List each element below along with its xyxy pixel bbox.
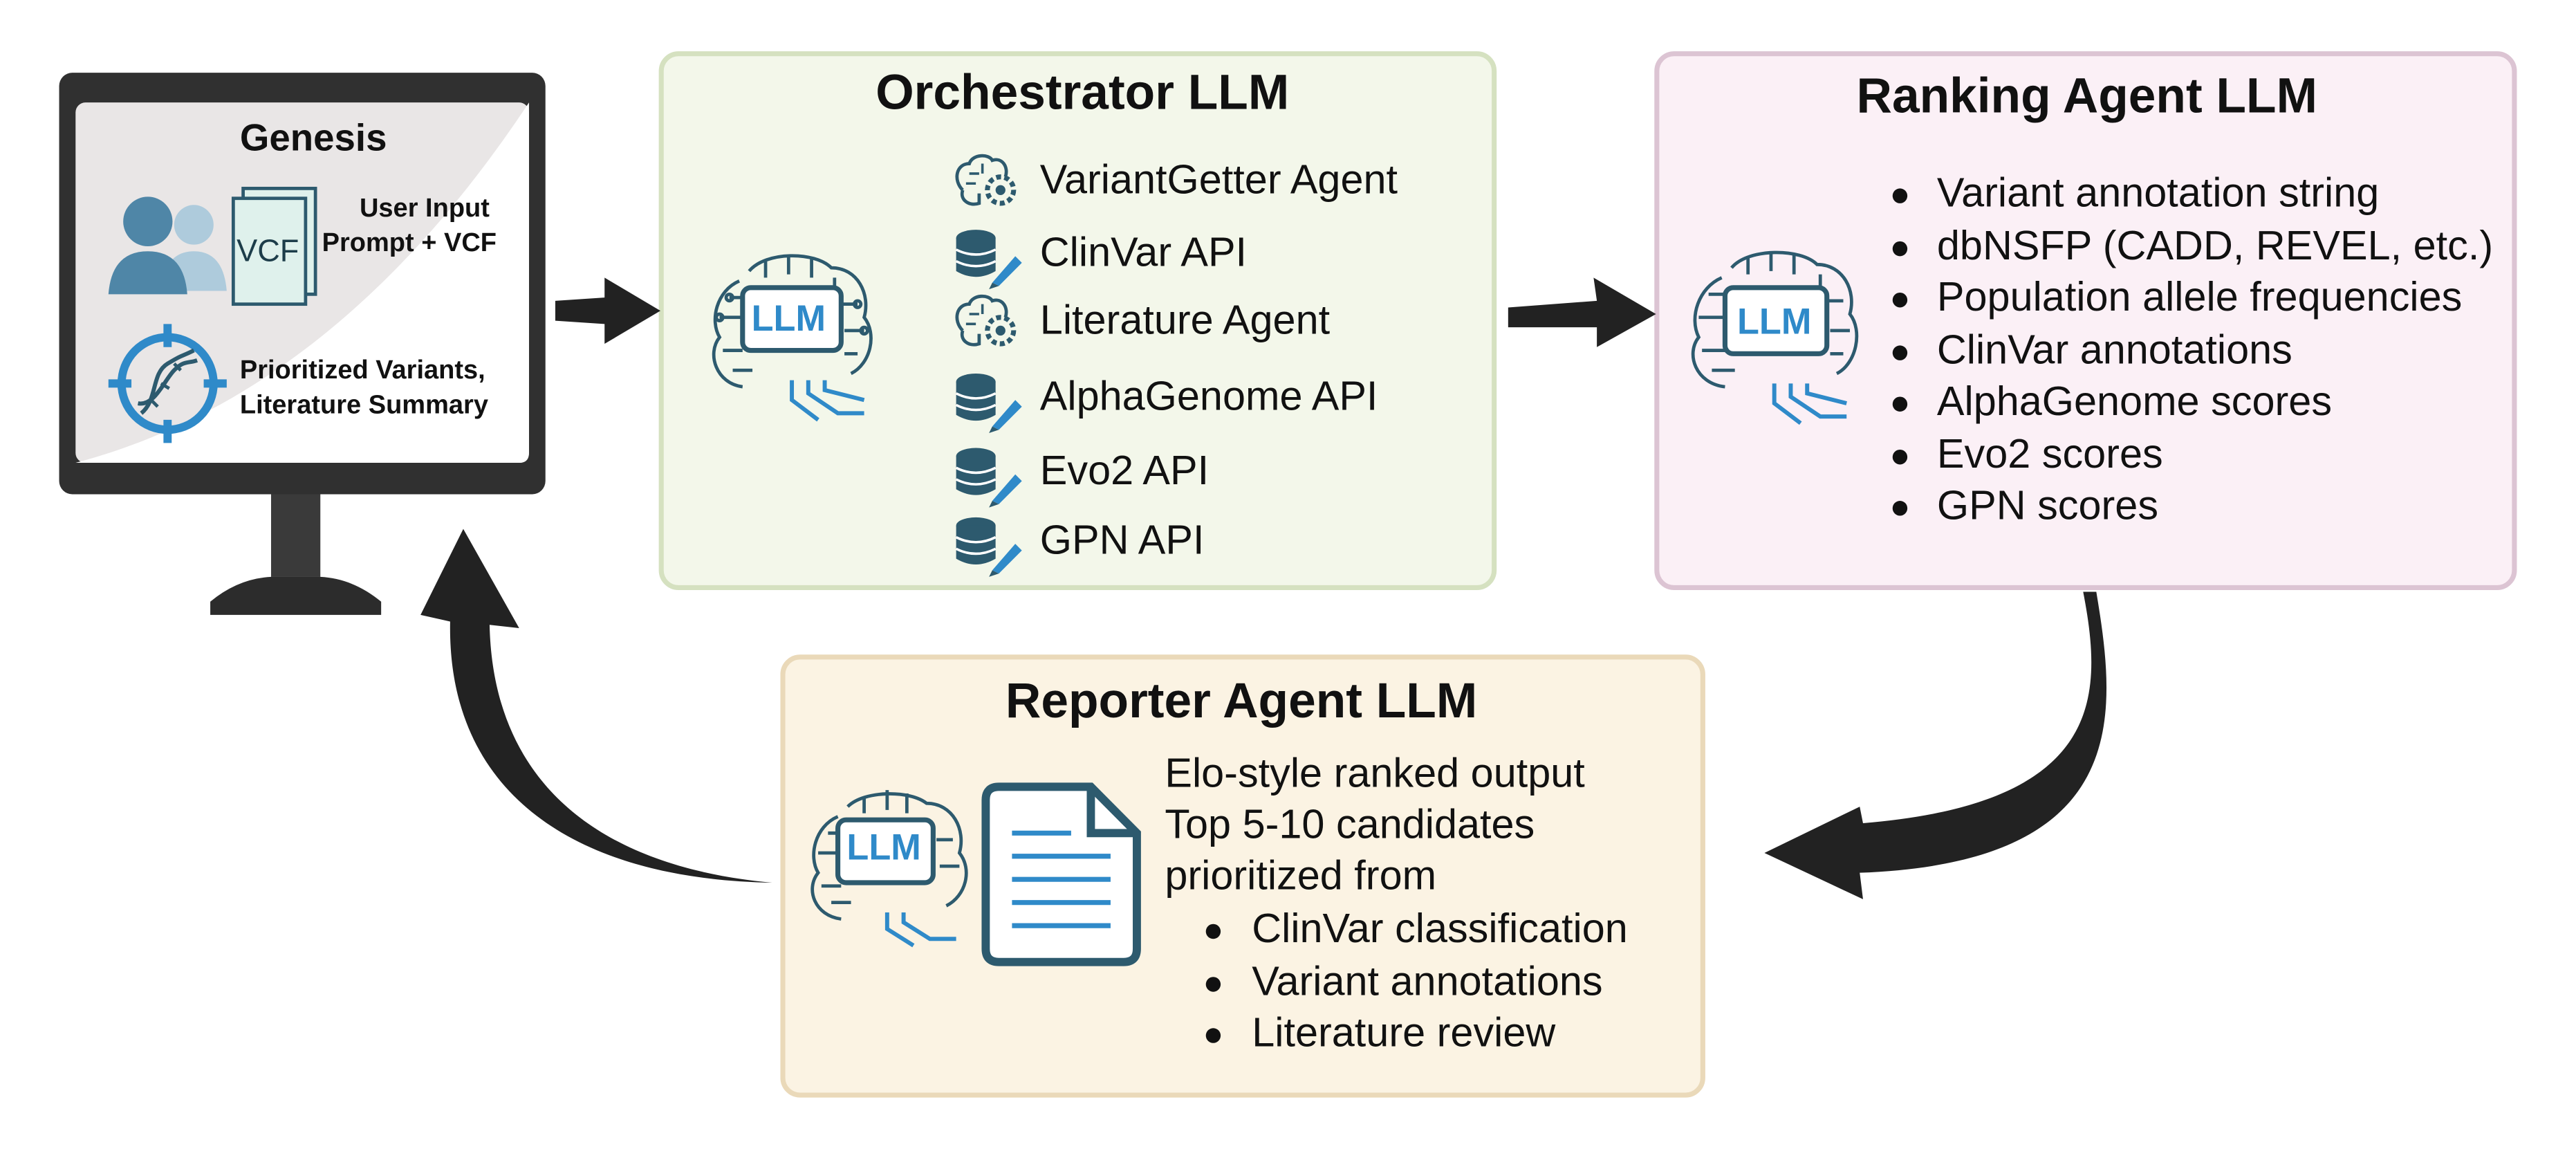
database-icon [955,517,1022,577]
bullet [1205,924,1221,939]
users-icon [108,196,227,295]
database-icon [955,448,1022,508]
ranking-feature-item: Population allele frequencies [1936,274,2463,321]
output-line2: Literature Summary [239,392,488,420]
llm-brain-icon [712,254,873,422]
svg-text:LLM: LLM [846,827,920,867]
orchestrator-title: Orchestrator LLM [875,66,1290,121]
llm-badge-text: LLM [752,299,826,339]
bullet [1205,1028,1221,1043]
database-icon [955,230,1022,290]
orchestrator-tool-label: VariantGetter Agent [1039,157,1398,203]
brain-gear-icon [955,154,1017,206]
user-input-line1: User Input [359,194,490,223]
bullet [1892,448,1908,464]
ranking-feature-item: ClinVar annotations [1936,326,2292,373]
ranking-title: Ranking Agent LLM [1856,69,2317,125]
llm-badge-text: LLM [846,827,920,867]
vcf-document-icon [231,187,317,306]
bullet [1205,975,1221,991]
user-input-line2: Prompt + VCF [322,230,497,258]
bullet [1892,396,1908,412]
svg-text:LLM: LLM [1737,302,1811,342]
orchestrator-tool-label: GPN API [1039,517,1205,564]
orchestrator-tool-label: AlphaGenome API [1039,374,1378,420]
llm-badge-text: LLM [1737,302,1811,342]
dna-target-icon [108,324,227,443]
output-line1: Prioritized Variants, [239,357,485,385]
reporter-text-line: Top 5-10 candidates [1165,801,1535,848]
bullet [1892,188,1908,203]
ranking-feature-item: AlphaGenome scores [1936,378,2333,425]
ranking-feature-item: Variant annotation string [1936,170,2380,217]
reporter-title: Reporter Agent LLM [1005,674,1478,729]
reporter-source-item: Variant annotations [1252,957,1603,1004]
report-document-icon [981,782,1141,966]
svg-text:LLM: LLM [752,299,826,339]
ranking-feature-item: dbNSFP (CADD, REVEL, etc.) [1936,222,2494,269]
brain-gear-icon [955,294,1017,347]
orchestrator-tool-label: Evo2 API [1039,448,1210,495]
reporter-text-line: Elo-style ranked output [1165,750,1585,797]
bullet [1892,501,1908,516]
ranking-feature-item: GPN scores [1936,482,2159,529]
reporter-text-line: prioritized from [1165,852,1437,899]
reporter-source-item: Literature review [1252,1009,1556,1056]
llm-brain-icon [810,790,968,948]
reporter-source-item: ClinVar classification [1252,906,1628,953]
database-icon [955,374,1022,434]
ranking-feature-item: Evo2 scores [1936,430,2163,477]
vcf-label: VCF [237,235,299,270]
orchestrator-tool-label: Literature Agent [1039,297,1331,344]
bullet [1892,240,1908,256]
genesis-title: Genesis [239,116,387,159]
bullet [1892,292,1908,308]
bullet [1892,344,1908,360]
orchestrator-tool-label: ClinVar API [1039,230,1248,277]
llm-brain-icon [1691,250,1859,425]
